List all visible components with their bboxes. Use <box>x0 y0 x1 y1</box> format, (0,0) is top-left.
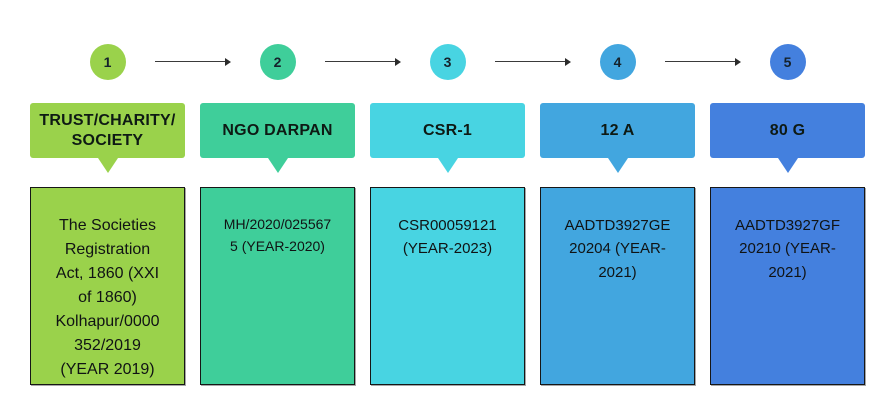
step-number-badge: 2 <box>259 44 296 80</box>
step-title-bubble: 80 G <box>710 103 865 158</box>
arrow-right-icon <box>155 57 231 66</box>
step-number-badge: 4 <box>599 44 636 80</box>
step-number-badge: 3 <box>429 44 466 80</box>
step-column-12a: 4 12 A AADTD3927GE 20204 (YEAR- 2021) <box>540 44 695 385</box>
step-title-bubble: CSR-1 <box>370 103 525 158</box>
step-detail-box: AADTD3927GF 20210 (YEAR- 2021) <box>710 187 865 385</box>
arrow-right-icon <box>325 57 401 66</box>
step-title-bubble: TRUST/CHARITY/ SOCIETY <box>30 103 185 158</box>
step-column-ngo-darpan: 2 NGO DARPAN MH/2020/025567 5 (YEAR-2020… <box>200 44 355 385</box>
arrow-right-icon <box>495 57 571 66</box>
step-number-badge: 1 <box>89 44 126 80</box>
step-detail-box: CSR00059121 (YEAR-2023) <box>370 187 525 385</box>
step-title-bubble: 12 A <box>540 103 695 158</box>
step-title-bubble: NGO DARPAN <box>200 103 355 158</box>
step-detail-box: The Societies Registration Act, 1860 (XX… <box>30 187 185 385</box>
step-detail-box: MH/2020/025567 5 (YEAR-2020) <box>200 187 355 385</box>
step-column-trust: 1 TRUST/CHARITY/ SOCIETY The Societies R… <box>30 44 185 385</box>
steps-row: 1 TRUST/CHARITY/ SOCIETY The Societies R… <box>30 44 865 385</box>
arrow-right-icon <box>665 57 741 66</box>
step-column-80g: 5 80 G AADTD3927GF 20210 (YEAR- 2021) <box>710 44 865 385</box>
step-column-csr1: 3 CSR-1 CSR00059121 (YEAR-2023) <box>370 44 525 385</box>
step-number-badge: 5 <box>769 44 806 80</box>
step-detail-box: AADTD3927GE 20204 (YEAR- 2021) <box>540 187 695 385</box>
